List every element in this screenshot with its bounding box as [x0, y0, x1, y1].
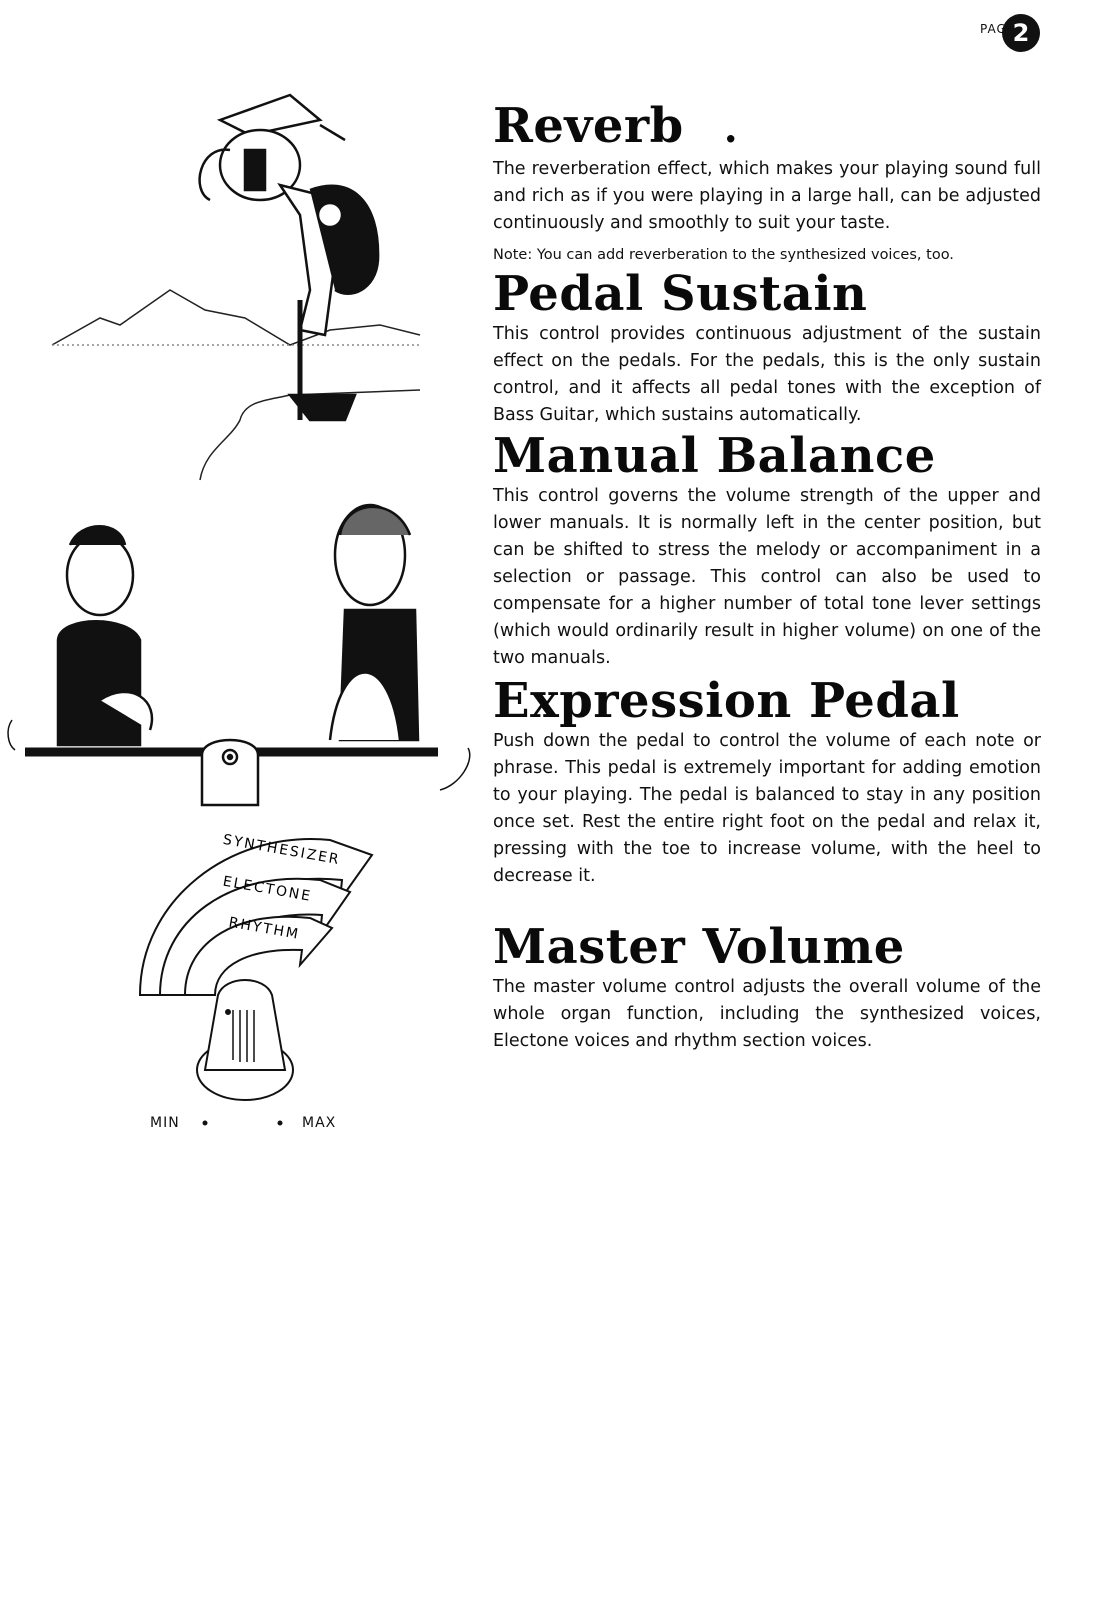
section-title: Pedal Sustain: [493, 266, 868, 322]
section-body: The master volume control adjusts the ov…: [493, 977, 1041, 1051]
section-note: Note: You can add reverberation to the s…: [493, 247, 954, 263]
hiker-illustration: [198, 93, 380, 422]
max-dot: [277, 1120, 283, 1126]
knob-max-label: MAX: [302, 1115, 337, 1131]
section-body: The reverberation effect, which makes yo…: [493, 159, 1041, 233]
mountain-illustration: [51, 289, 421, 481]
page-number-badge: PAGE 2: [980, 14, 1050, 58]
seesaw-illustration: [7, 503, 471, 807]
page-number: 2: [1002, 14, 1040, 52]
section-body: This control provides continuous adjustm…: [493, 324, 1041, 425]
section-master-volume: Master Volume The master volume control …: [493, 920, 1041, 1055]
section-title: Master Volume: [493, 919, 905, 975]
section-title: Manual Balance: [493, 428, 936, 484]
illustration-panel: SYNTHESIZER ELECTONE RHYTHM: [7, 93, 471, 1126]
knob-min-label: MIN: [150, 1115, 180, 1131]
section-manual-balance: Manual Balance This control governs the …: [493, 429, 1041, 672]
section-title: Reverb.: [493, 98, 739, 154]
knob-icon: [196, 979, 294, 1101]
section-body: Push down the pedal to control the volum…: [493, 731, 1041, 886]
min-dot: [202, 1120, 208, 1126]
section-pedal-sustain: Pedal Sustain This control provides cont…: [493, 267, 1041, 429]
voice-arcs-illustration: [138, 838, 374, 996]
section-expression-pedal: Expression Pedal Push down the pedal to …: [493, 674, 1041, 890]
text-column: Reverb. The reverberation effect, which …: [493, 95, 1041, 1055]
section-reverb: Reverb. The reverberation effect, which …: [493, 99, 1041, 267]
section-body: This control governs the volume strength…: [493, 486, 1041, 668]
section-title: Expression Pedal: [493, 673, 960, 729]
